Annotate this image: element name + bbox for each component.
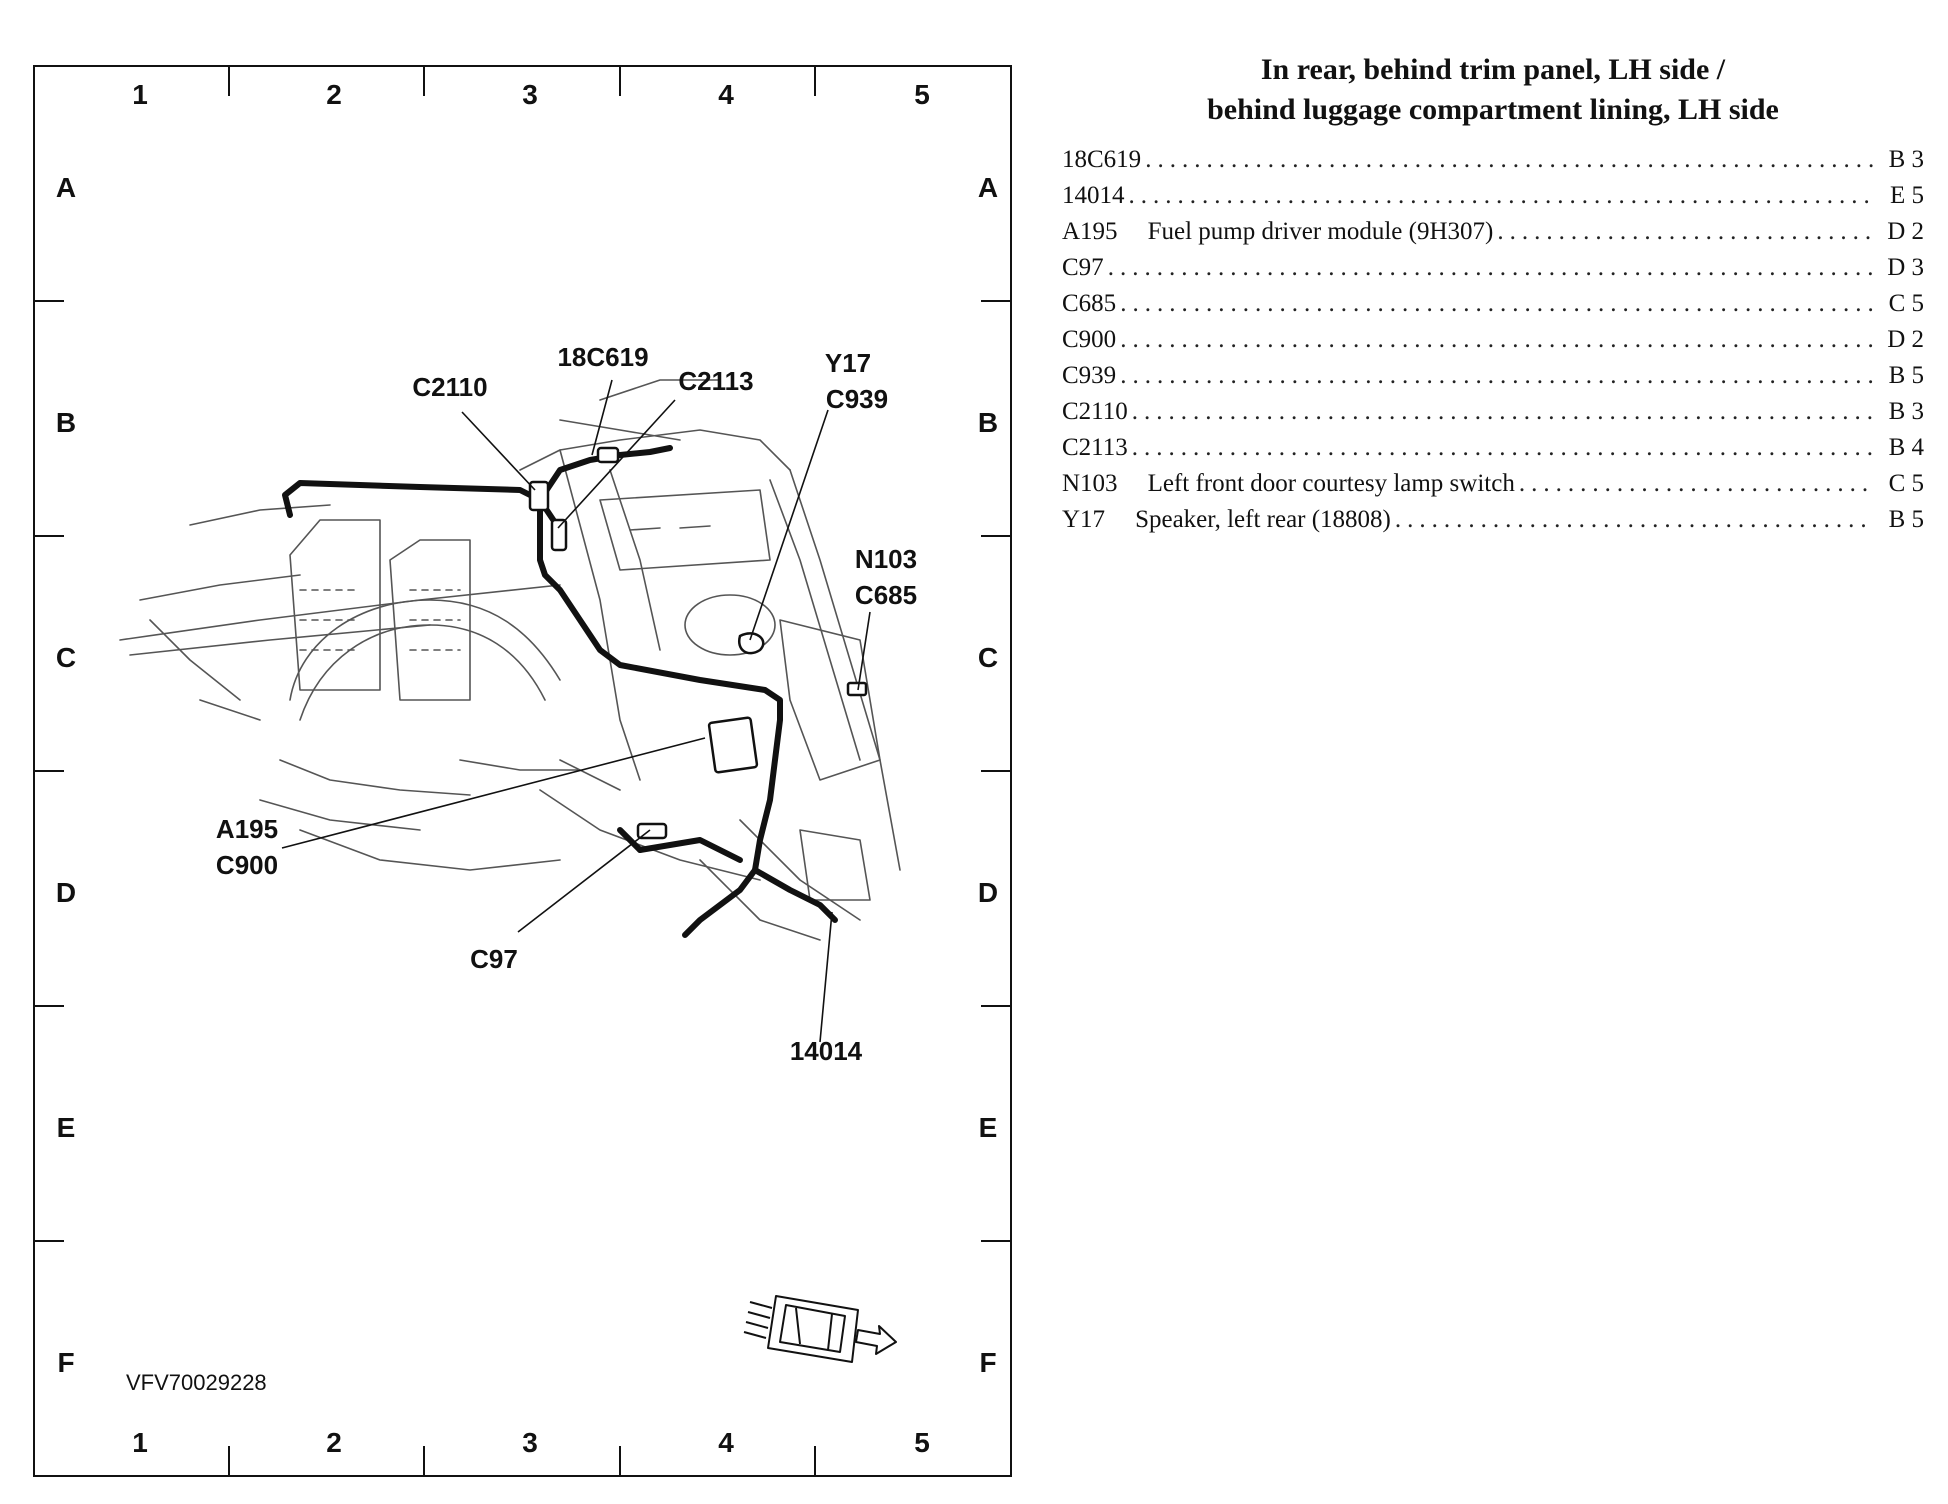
legend-location: D 2 <box>1887 218 1924 245</box>
row-label-left-d: D <box>56 877 76 908</box>
legend-location: C 5 <box>1888 290 1924 317</box>
callout-a195: A195 <box>216 814 278 844</box>
legend-title: In rear, behind trim panel, LH side / be… <box>1062 50 1924 130</box>
col-label-top-2: 2 <box>326 79 342 110</box>
legend-row: Y17 Speaker, left rear (18808) .........… <box>1062 506 1924 542</box>
legend-leader: ........................................… <box>1497 218 1874 245</box>
c2110-connector <box>528 480 550 512</box>
legend-row: N103 Left front door courtesy lamp switc… <box>1062 470 1924 506</box>
row-label-left-f: F <box>57 1347 74 1378</box>
legend-row: C900 ...................................… <box>1062 326 1924 362</box>
row-label-right-e: E <box>979 1112 998 1143</box>
legend-leader: ........................................… <box>1107 254 1874 281</box>
legend-row: 18C619 .................................… <box>1062 146 1924 182</box>
row-label-left-e: E <box>57 1112 76 1143</box>
col-label-bottom-1: 1 <box>132 1427 148 1458</box>
legend-leader: ........................................… <box>1120 290 1874 317</box>
legend-title-line-1: In rear, behind trim panel, LH side / <box>1260 53 1726 86</box>
legend-title-line-2: behind luggage compartment lining, LH si… <box>1207 93 1779 126</box>
col-label-top-4: 4 <box>718 79 734 110</box>
legend-code: C97 <box>1062 254 1104 281</box>
legend-location: E 5 <box>1889 182 1924 209</box>
callout-leaders <box>281 379 871 1043</box>
legend-location: B 3 <box>1888 398 1924 425</box>
row-ticks <box>34 300 1011 1242</box>
legend-code: 14014 <box>1062 182 1125 209</box>
row-label-left-c: C <box>56 642 76 673</box>
legend-leader: ........................................… <box>1394 506 1874 533</box>
col-label-bottom-4: 4 <box>718 1427 734 1458</box>
legend-location: D 3 <box>1887 254 1924 281</box>
legend-code: N103 <box>1062 470 1118 497</box>
row-label-right-a: A <box>978 172 998 203</box>
legend-row: C2110 ..................................… <box>1062 398 1924 434</box>
legend-location: D 2 <box>1887 326 1924 353</box>
legend-row: C2113 ..................................… <box>1062 434 1924 470</box>
c685-connector <box>846 681 868 697</box>
callout-y17: Y17 <box>825 348 871 378</box>
wiring-harness <box>282 445 838 938</box>
col-label-bottom-2: 2 <box>326 1427 342 1458</box>
legend-description: Speaker, left rear (18808) <box>1135 506 1391 533</box>
callout-c2110: C2110 <box>412 372 487 402</box>
c2113-connector <box>550 518 568 552</box>
row-label-right-c: C <box>978 642 998 673</box>
legend-location: B 4 <box>1888 434 1924 461</box>
legend-code: C2110 <box>1062 398 1128 425</box>
callout-c2113: C2113 <box>678 366 753 396</box>
callout-n103: N103 <box>855 544 917 574</box>
legend-leader: ........................................… <box>1518 470 1874 497</box>
row-label-left-a: A <box>56 172 76 203</box>
legend-description: Left front door courtesy lamp switch <box>1147 470 1515 497</box>
legend-location: C 5 <box>1888 470 1924 497</box>
legend-row: C685 ...................................… <box>1062 290 1924 326</box>
legend-code: Y17 <box>1062 506 1106 533</box>
a195-fuel-pump-module <box>707 716 759 774</box>
callout-c900: C900 <box>216 850 278 880</box>
callout-c97: C97 <box>470 944 518 974</box>
legend-leader: ........................................… <box>1120 326 1874 353</box>
legend-code: C939 <box>1062 362 1117 389</box>
col-label-top-3: 3 <box>522 79 538 110</box>
component-legend: In rear, behind trim panel, LH side / be… <box>1062 50 1924 542</box>
legend-leader: ........................................… <box>1120 362 1874 389</box>
legend-location: B 5 <box>1888 362 1924 389</box>
col-label-top-1: 1 <box>132 79 148 110</box>
legend-row: A195 Fuel pump driver module (9H307) ...… <box>1062 218 1924 254</box>
column-ticks <box>228 66 816 1476</box>
legend-description: Fuel pump driver module (9H307) <box>1147 218 1494 245</box>
col-label-bottom-3: 3 <box>522 1427 538 1458</box>
col-label-top-5: 5 <box>914 79 930 110</box>
legend-row: C97 ....................................… <box>1062 254 1924 290</box>
col-label-bottom-5: 5 <box>914 1427 930 1458</box>
18c619-connector <box>596 446 620 464</box>
legend-code: C685 <box>1062 290 1117 317</box>
legend-code: 18C619 <box>1062 146 1142 173</box>
row-label-right-b: B <box>978 407 998 438</box>
callout-c939: C939 <box>826 384 888 414</box>
legend-code: C2113 <box>1062 434 1128 461</box>
callout-14014: 14014 <box>790 1036 863 1066</box>
row-label-right-d: D <box>978 877 998 908</box>
legend-code: A195 <box>1062 218 1118 245</box>
callout-c685: C685 <box>855 580 917 610</box>
legend-code: C900 <box>1062 326 1117 353</box>
legend-row: 14014 ..................................… <box>1062 182 1924 218</box>
row-label-left-b: B <box>56 407 76 438</box>
legend-leader: ........................................… <box>1131 434 1874 461</box>
legend-location: B 5 <box>1888 506 1924 533</box>
figure-id: VFV70029228 <box>126 1370 267 1395</box>
legend-leader: ........................................… <box>1145 146 1874 173</box>
legend-leader: ........................................… <box>1131 398 1874 425</box>
callout-18c619: 18C619 <box>557 342 648 372</box>
components <box>528 446 868 840</box>
legend-leader: ........................................… <box>1128 182 1875 209</box>
legend-location: B 3 <box>1888 146 1924 173</box>
vehicle-direction-icon <box>743 1295 897 1363</box>
diagram-frame <box>33 65 1012 1477</box>
row-label-right-f: F <box>979 1347 996 1378</box>
legend-row: C939 ...................................… <box>1062 362 1924 398</box>
